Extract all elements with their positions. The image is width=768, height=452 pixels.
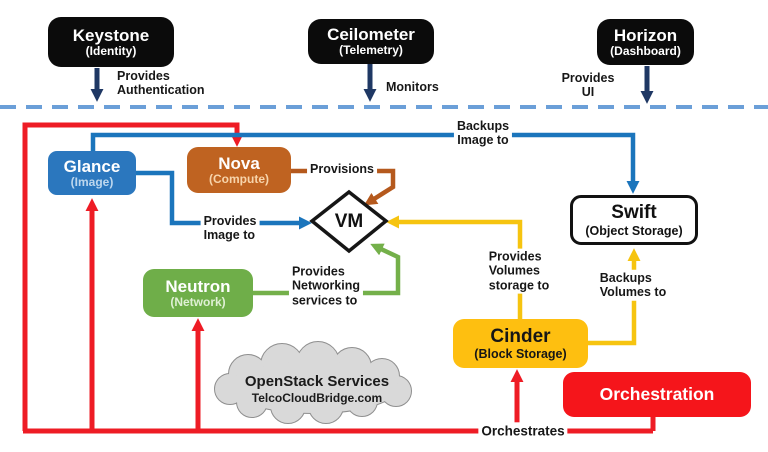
node-glance: Glance (Image) bbox=[48, 151, 136, 195]
vm-title: VM bbox=[334, 211, 364, 232]
node-horizon: Horizon (Dashboard) bbox=[597, 19, 694, 65]
keystone-title: Keystone bbox=[72, 25, 150, 45]
node-cinder: Cinder (Block Storage) bbox=[453, 319, 588, 368]
edge-label-backups-volumes: Backups Volumes to bbox=[596, 269, 670, 301]
node-keystone: Keystone (Identity) bbox=[48, 17, 174, 67]
keystone-subtitle: (Identity) bbox=[85, 43, 137, 58]
edge-label-provisions: Provisions bbox=[307, 160, 377, 178]
edge-label-backups-image-to: Backups Image to bbox=[453, 117, 513, 149]
node-swift: Swift (Object Storage) bbox=[570, 195, 698, 245]
vm-diamond bbox=[309, 189, 389, 254]
swift-title: Swift bbox=[611, 202, 657, 224]
orchestration-title: Orchestration bbox=[599, 383, 715, 404]
cinder-title: Cinder bbox=[490, 325, 551, 347]
edge-orchestrates-nova bbox=[22, 122, 244, 431]
edge-label-provides-volumes: Provides Volumes storage to bbox=[485, 248, 553, 294]
neutron-title: Neutron bbox=[165, 276, 231, 296]
glance-subtitle: (Image) bbox=[70, 174, 114, 189]
cinder-subtitle: (Block Storage) bbox=[474, 347, 567, 362]
nova-title: Nova bbox=[218, 153, 260, 173]
ceilometer-subtitle: (Telemetry) bbox=[339, 43, 403, 58]
node-ceilometer: Ceilometer (Telemetry) bbox=[308, 19, 434, 64]
edge-label-provides-ui: Provides UI bbox=[561, 71, 615, 100]
node-orchestration: Orchestration bbox=[563, 372, 751, 417]
dashed-separator-line bbox=[0, 105, 768, 109]
edge-glance-swift-backups bbox=[90, 132, 640, 194]
cloud-subtitle: TelcoCloudBridge.com bbox=[251, 391, 383, 405]
horizon-subtitle: (Dashboard) bbox=[610, 43, 681, 58]
edge-label-orchestrates: Orchestrates bbox=[478, 422, 568, 440]
ceilometer-title: Ceilometer bbox=[327, 25, 415, 45]
edge-label-provides-authentication: Provides Authentication bbox=[117, 69, 205, 98]
neutron-subtitle: (Network) bbox=[170, 294, 226, 309]
horizon-title: Horizon bbox=[613, 25, 678, 45]
glance-title: Glance bbox=[63, 156, 121, 176]
edge-label-provides-networking: Provides Networking services to bbox=[288, 263, 364, 309]
nova-subtitle: (Compute) bbox=[209, 171, 269, 186]
node-nova: Nova (Compute) bbox=[187, 147, 291, 193]
cloud-shape bbox=[214, 341, 412, 424]
cloud-title: OpenStack Services bbox=[244, 373, 390, 390]
swift-subtitle: (Object Storage) bbox=[585, 223, 683, 238]
node-neutron: Neutron (Network) bbox=[143, 269, 253, 317]
edge-label-monitors: Monitors bbox=[386, 80, 439, 94]
edge-label-provides-image-to: Provides Image to bbox=[200, 212, 260, 244]
